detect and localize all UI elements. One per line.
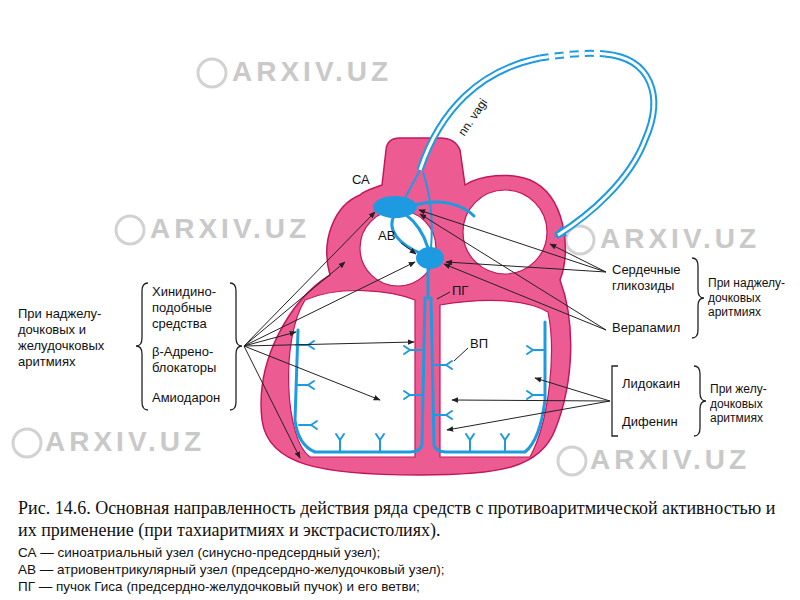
drug-name: Хинидино- подобные средства <box>152 284 232 332</box>
abbreviation-note: СА — синоатриальный узел (синусно-предсе… <box>18 545 380 561</box>
heart-wall <box>261 138 571 475</box>
figure-caption: Рис. 14.6. Основная направленность дейст… <box>18 497 788 541</box>
left-atrium <box>463 190 547 274</box>
watermark-icon <box>13 59 594 475</box>
indication-note: При наджелу- дочковых аритмиях <box>708 276 796 320</box>
watermark: ARXIV.UZ <box>150 215 310 243</box>
purkinje-fibres <box>296 341 545 452</box>
drug-name: Амиодарон <box>152 390 232 406</box>
part-label: АВ <box>378 228 395 244</box>
drug-name: β-Адрено- блокаторы <box>152 344 232 376</box>
abbreviation-note: АВ — атриовентрикулярный узел (предсердн… <box>18 562 445 578</box>
action-arrow <box>244 210 610 458</box>
watermark: ARXIV.UZ <box>600 225 760 253</box>
vagus-nerve <box>405 53 654 248</box>
drug-name: Сердечные гликозиды <box>612 262 692 294</box>
left-ventricle <box>440 300 551 457</box>
drug-name: Верапамил <box>612 320 692 336</box>
av-node <box>416 247 444 269</box>
part-label: ПГ <box>452 283 468 299</box>
abbreviation-note: ПГ — пучок Гиса (предсердно-желудочковый… <box>18 579 420 595</box>
drug-name: Дифенин <box>622 414 696 430</box>
part-label: ВП <box>470 336 488 352</box>
indication-note: При наджелу- дочковых и желудочковых ари… <box>18 306 126 369</box>
part-label: СА <box>352 172 370 188</box>
right-ventricle <box>289 291 415 457</box>
drug-name: Лидокаин <box>622 376 696 392</box>
leader-line <box>401 243 468 361</box>
watermark: ARXIV.UZ <box>232 58 392 86</box>
sa-node <box>373 196 417 218</box>
watermark: ARXIV.UZ <box>590 446 750 474</box>
indication-note: При желу- дочковых аритмиях <box>710 382 796 426</box>
watermark: ARXIV.UZ <box>45 428 205 456</box>
bracket <box>136 258 706 436</box>
